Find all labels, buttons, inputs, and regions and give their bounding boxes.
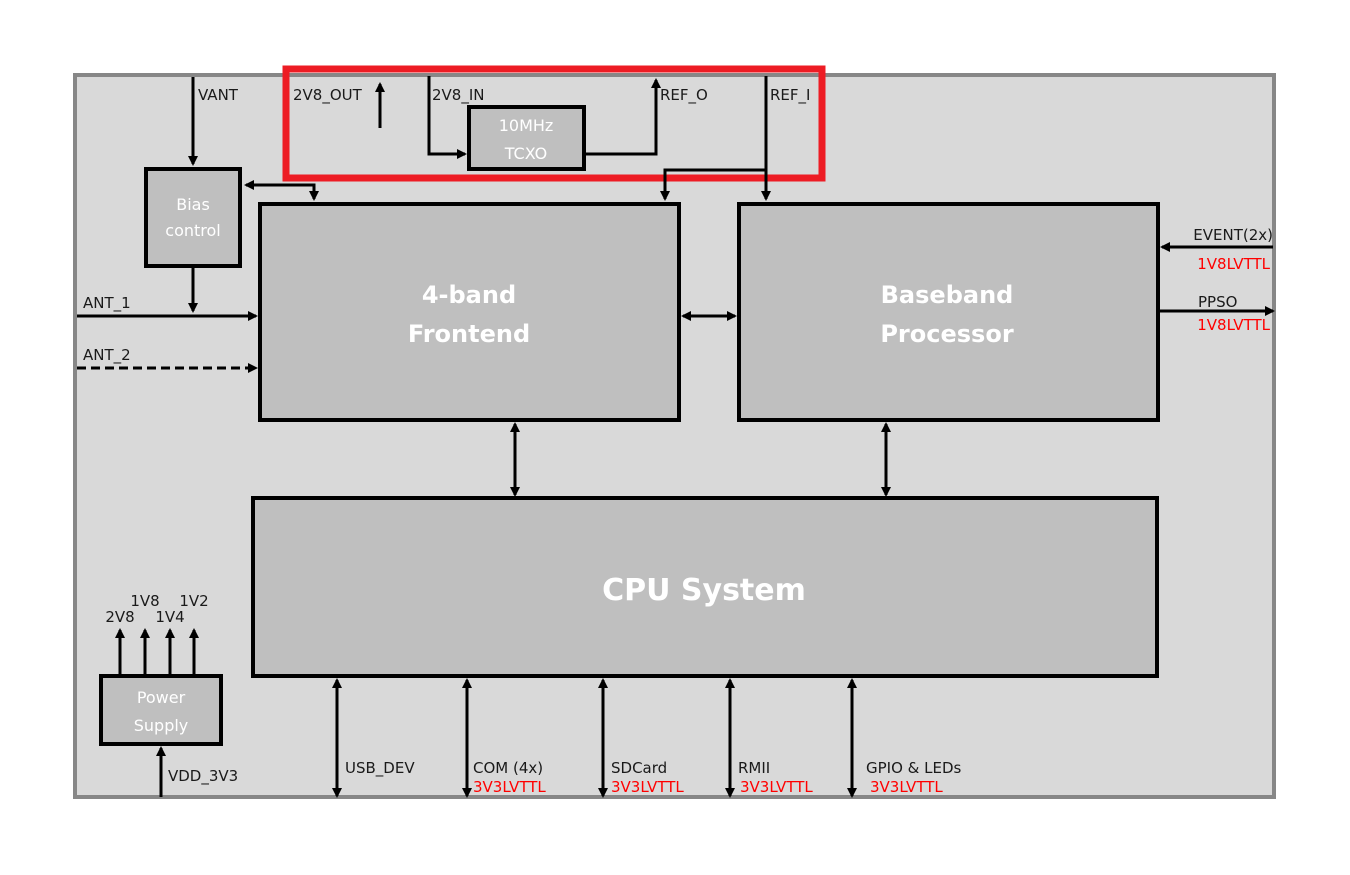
cpu-interface-label: RMII [738, 759, 770, 777]
ppso-level: 1V8LVTTL [1197, 316, 1270, 334]
vdd-label: VDD_3V3 [168, 767, 238, 786]
baseband-title-2: Processor [880, 320, 1013, 348]
tcxo-title-1: 10MHz [499, 116, 554, 135]
bias-frontend-link [244, 180, 319, 201]
cpu-title: CPU System [602, 573, 806, 608]
power-supply-block: Power Supply [99, 674, 223, 746]
cpu-interface-level: 3V3LVTTL [611, 778, 684, 796]
power-title-1: Power [137, 688, 186, 707]
2v8-in-arrow [427, 76, 467, 159]
event-label: EVENT(2x) [1193, 226, 1273, 244]
cpu-interface-level: 3V3LVTTL [870, 778, 943, 796]
ref-o-label: REF_O [660, 86, 708, 105]
module-frame [73, 73, 1276, 799]
ppso-label: PPSO [1198, 293, 1237, 311]
cpu-interface-level: 3V3LVTTL [473, 778, 546, 796]
2v8-out-label: 2V8_OUT [293, 86, 363, 105]
ant1-label: ANT_1 [83, 294, 131, 313]
tcxo-highlight-box [282, 65, 826, 182]
tcxo-title-2: TCXO [504, 144, 548, 163]
ref-o-arrow [586, 78, 661, 156]
bias-control-block: Bias control [144, 167, 242, 268]
cpu-interface-level: 3V3LVTTL [740, 778, 813, 796]
vant-label: VANT [198, 86, 239, 104]
ref-i-label: REF_I [770, 86, 810, 105]
frontend-block: 4-band Frontend [258, 202, 681, 422]
tcxo-block: 10MHz TCXO [467, 105, 586, 171]
power-title-2: Supply [134, 716, 189, 735]
baseband-block: Baseband Processor [737, 202, 1160, 422]
power-output-label: 2V8 [105, 608, 134, 626]
cpu-interface-label: USB_DEV [345, 759, 415, 778]
power-output-label: 1V8 [130, 592, 159, 610]
baseband-title-1: Baseband [881, 281, 1014, 309]
cpu-system-block: CPU System [251, 496, 1159, 678]
cpu-interface-label: SDCard [611, 759, 667, 777]
event-level: 1V8LVTTL [1197, 255, 1270, 273]
power-output-label: 1V2 [179, 592, 208, 610]
frontend-title-2: Frontend [408, 320, 530, 348]
power-output-label: 1V4 [155, 608, 184, 626]
cpu-interface-label: COM (4x) [473, 759, 543, 777]
frontend-title-1: 4-band [422, 281, 516, 309]
ant2-label: ANT_2 [83, 346, 131, 365]
2v8-in-label: 2V8_IN [432, 86, 485, 105]
ref-i-to-frontend-arrow [660, 168, 766, 201]
bias-title-1: Bias [176, 195, 210, 214]
bias-title-2: control [165, 221, 220, 240]
cpu-interface-label: GPIO & LEDs [866, 759, 962, 777]
